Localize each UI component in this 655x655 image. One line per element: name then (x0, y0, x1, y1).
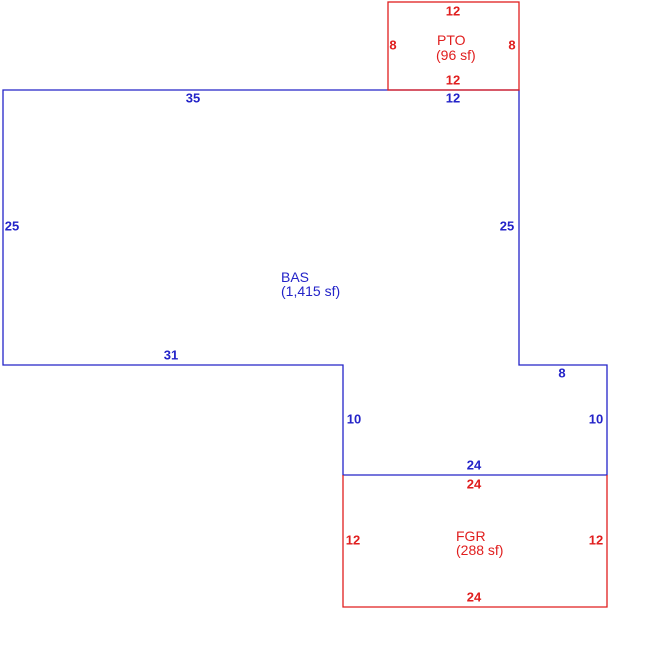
bas-dim-right-lower: 10 (589, 411, 603, 426)
pto-dim-left: 8 (389, 37, 396, 52)
bas-dim-inner-vertical: 10 (347, 411, 361, 426)
bas-dim-bottom-left: 31 (164, 347, 178, 362)
fgr-dim-left: 12 (346, 532, 360, 547)
bas-label-code: BAS (281, 269, 309, 285)
bas-dim-right-step: 8 (558, 365, 565, 380)
fgr-label-area: (288 sf) (456, 542, 503, 558)
bas-dim-top-right: 12 (446, 90, 460, 105)
bas-label-area: (1,415 sf) (281, 283, 340, 299)
pto-dim-bottom: 12 (446, 72, 460, 87)
bas-dim-bottom: 24 (467, 457, 482, 472)
fgr-dim-right: 12 (589, 532, 603, 547)
bas-dim-top-left: 35 (186, 90, 200, 105)
pto-label-code: PTO (437, 32, 466, 48)
fgr-dim-bottom: 24 (467, 589, 482, 604)
pto-label-area: (96 sf) (436, 47, 476, 63)
fgr-dim-top: 24 (467, 476, 482, 491)
bas-dim-left: 25 (5, 218, 19, 233)
bas-dim-right-upper: 25 (500, 218, 514, 233)
pto-outline (387, 1, 520, 91)
fgr-label-code: FGR (456, 528, 486, 544)
pto-dim-top: 12 (446, 3, 460, 18)
fgr-outline (342, 475, 608, 608)
pto-dim-right: 8 (508, 37, 515, 52)
